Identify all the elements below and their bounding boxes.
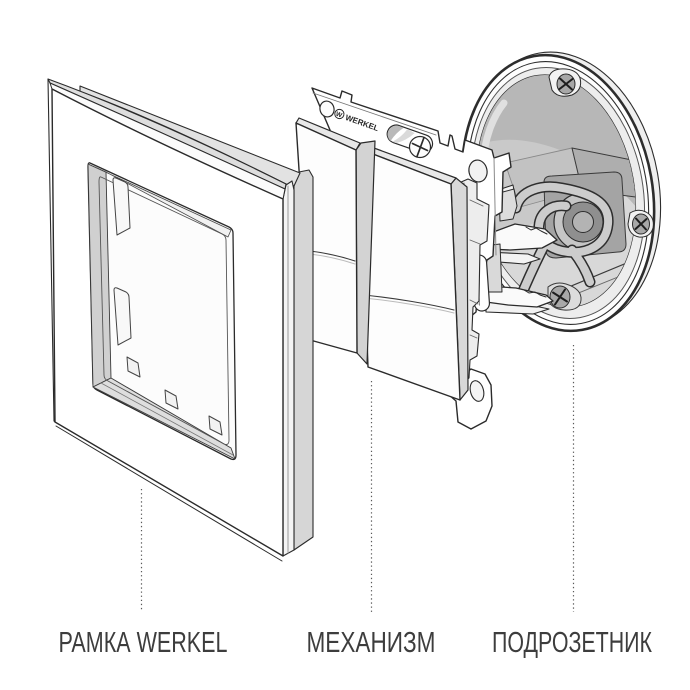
svg-text:РАМКА WERKEL: РАМКА WERKEL [59,627,228,659]
svg-text:МЕХАНИЗМ: МЕХАНИЗМ [307,627,436,659]
svg-text:ПОДРОЗЕТНИК: ПОДРОЗЕТНИК [492,627,652,659]
svg-text:W: W [335,111,344,120]
